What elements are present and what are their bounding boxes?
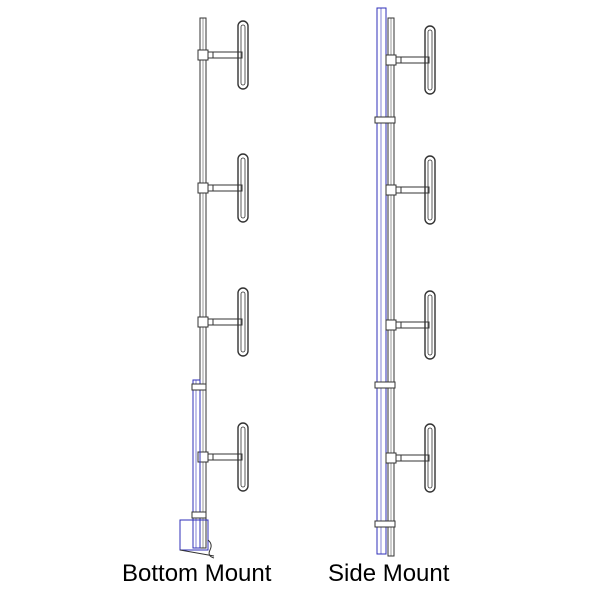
dipole-element-1 [385,25,436,95]
mast-clamp [374,116,396,124]
mounting-pipe [192,379,201,549]
pole-clamp [197,316,209,328]
dipole-loop-inner [240,426,246,488]
side-mount-antenna [374,7,436,557]
bottom-bracket [179,519,209,551]
dipole-loop-outer [424,423,436,493]
bottom-mount-antenna [179,17,249,559]
dipole-loop-outer [424,25,436,95]
dipole-element-4 [385,423,436,493]
dipole-loop-outer [237,422,249,492]
dipole-element-4 [197,422,249,492]
dipole-loop-outer [237,20,249,90]
dipole-loop-inner [240,157,246,219]
dipole-loop-outer [237,287,249,357]
pipe-clamp [191,511,207,519]
dipole-element-3 [385,290,436,360]
pole-clamp [385,184,397,196]
dipole-loop-inner [427,159,433,221]
dipole-element-3 [197,287,249,357]
dipole-element-2 [385,155,436,225]
bottom-mount-caption: Bottom Mount [122,560,272,587]
feed-cable [179,549,215,557]
dipole-element-1 [197,20,249,90]
pole-clamp [197,49,209,61]
feed-cable-end [207,539,215,559]
dipole-loop-inner [240,24,246,86]
dipole-loop-inner [427,294,433,356]
dipole-element-2 [197,153,249,223]
pipe-clamp [191,383,207,391]
dipole-loop-inner [427,427,433,489]
pole-clamp [385,319,397,331]
dipole-loop-outer [237,153,249,223]
side-mast [376,7,387,555]
pole-clamp [197,451,209,463]
mast-clamp [374,381,396,389]
dipole-loop-inner [240,291,246,353]
pole-clamp [385,54,397,66]
dipole-loop-outer [424,155,436,225]
mast-clamp [374,520,396,528]
pole-clamp [197,182,209,194]
dipole-loop-inner [427,29,433,91]
side-mount-caption: Side Mount [328,560,450,587]
pole-clamp [385,452,397,464]
dipole-loop-outer [424,290,436,360]
